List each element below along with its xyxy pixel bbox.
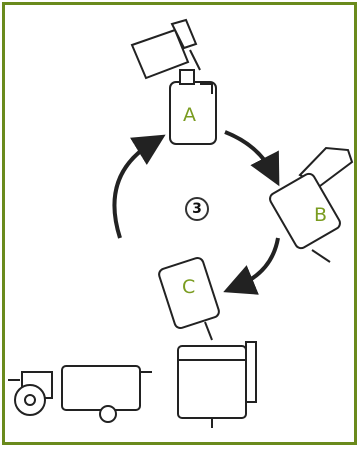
container-a-icon xyxy=(169,69,217,145)
hand-shaking-container-b-icon xyxy=(269,146,354,263)
step-number-badge: 3 xyxy=(185,197,209,221)
container-b-label: B xyxy=(314,204,328,226)
cycle-arrows xyxy=(112,130,280,295)
container-c-label: C xyxy=(182,276,196,298)
tractor-sprayer-icon xyxy=(8,365,152,423)
sprayer-tank-icon xyxy=(177,341,257,428)
container-a-label: A xyxy=(183,104,196,126)
container-c-icon xyxy=(158,256,220,341)
pouring-canister-icon xyxy=(130,18,201,80)
